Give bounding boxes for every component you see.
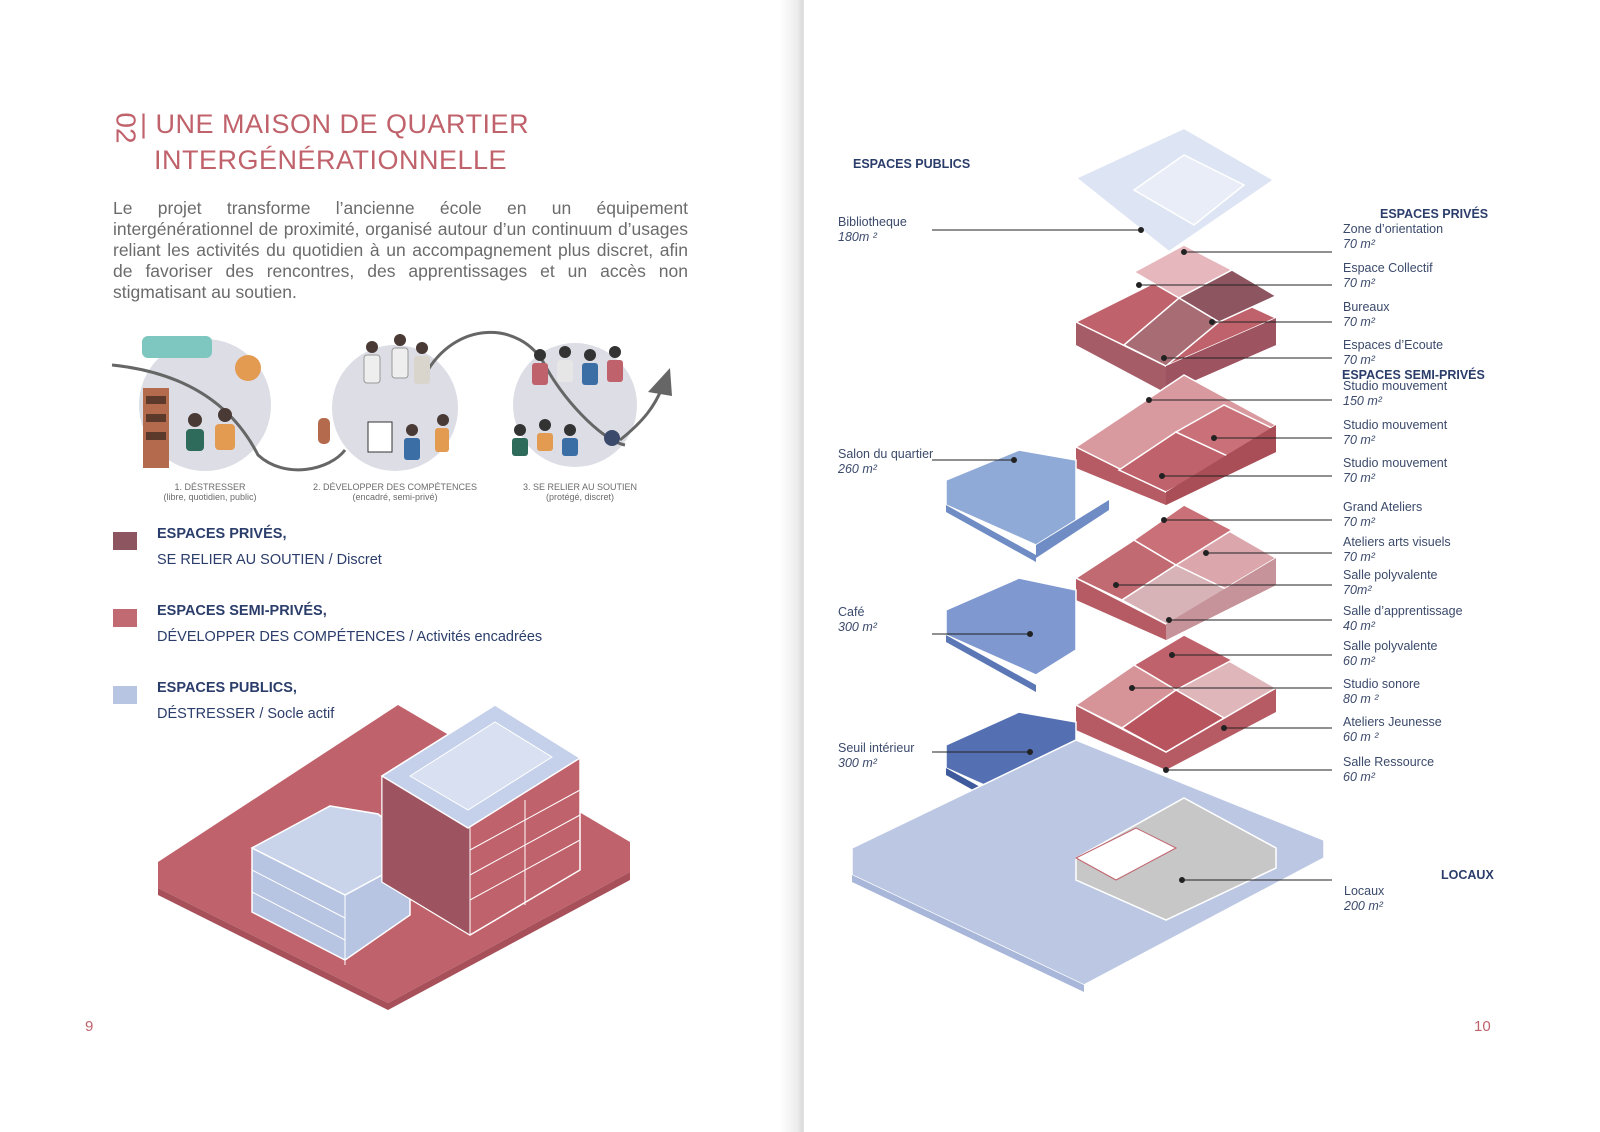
step-3-caption: 3. SE RELIER AU SOUTIEN(protégé, discret… xyxy=(522,482,638,502)
step-2-caption: 2. DÉVELOPPER DES COMPÉTENCES(encadré, s… xyxy=(312,482,478,502)
legend-title-semi-private: ESPACES SEMI-PRIVÉS, xyxy=(157,603,327,619)
steps-illustration xyxy=(111,331,672,472)
left-page: 02 | UNE MAISON DE QUARTIER INTERGÉNÉRAT… xyxy=(0,0,796,1132)
header-locaux: LOCAUX xyxy=(1441,868,1494,882)
exploded-axonometric xyxy=(851,126,1332,992)
title-line-1: | UNE MAISON DE QUARTIER xyxy=(140,109,530,139)
header-private: ESPACES PRIVÉS xyxy=(1380,207,1489,221)
page-number-left: 9 xyxy=(85,1018,94,1035)
legend-swatch-semi-private xyxy=(113,609,137,627)
building-axonometric xyxy=(158,704,630,1010)
legend-sub-semi-private: DÉVELOPPER DES COMPÉTENCES / Activités e… xyxy=(157,629,543,645)
legend-title-private: ESPACES PRIVÉS, xyxy=(157,526,287,542)
legend-title-public: ESPACES PUBLICS, xyxy=(157,680,297,696)
header-semi-private: ESPACES SEMI-PRIVÉS xyxy=(1342,368,1485,382)
legend-swatch-public xyxy=(113,686,137,704)
title-line-2: INTERGÉNÉRATIONNELLE xyxy=(154,145,508,175)
step-1-caption: 1. DÉSTRESSER(libre, quotidien, public) xyxy=(163,482,257,502)
page-number-right: 10 xyxy=(1474,1018,1491,1035)
header-public: ESPACES PUBLICS xyxy=(853,157,971,171)
legend-sub-private: SE RELIER AU SOUTIEN / Discret xyxy=(157,552,382,568)
legend-swatch-private xyxy=(113,532,137,550)
intro-paragraph: Le projet transforme l’ancienne école en… xyxy=(113,198,688,302)
right-page: ESPACES PUBLICS ESPACES PRIVÉS ESPACES S… xyxy=(804,0,1600,1132)
page-title: | UNE MAISON DE QUARTIER INTERGÉNÉRATION… xyxy=(140,106,529,178)
legend-sub-public: DÉSTRESSER / Socle actif xyxy=(157,706,335,722)
